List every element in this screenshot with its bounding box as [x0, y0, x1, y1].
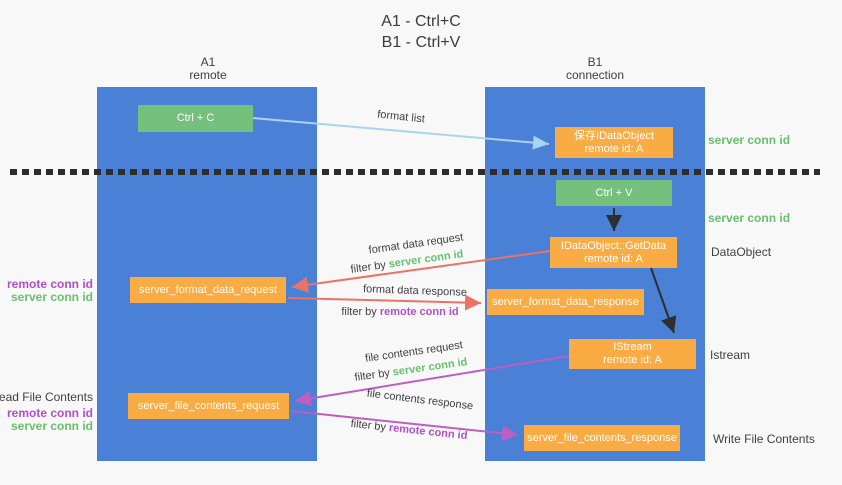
b1-title: B1	[587, 55, 603, 69]
format-data-response-label: format data response	[362, 283, 468, 299]
file-request-label: server_file_contents_request	[137, 399, 280, 412]
istream-line1: IStream	[613, 341, 652, 353]
dotted-divider-line	[10, 169, 820, 175]
format-list-label: format list	[376, 108, 426, 126]
server-format-data-response-box: server_format_data_response	[487, 289, 644, 315]
diagram-title: A1 - Ctrl+C B1 - Ctrl+V	[0, 11, 842, 53]
ctrl-c-label: Ctrl + C	[176, 112, 215, 124]
istream-box: IStream remote id: A	[569, 339, 696, 369]
column-header-b1: B1 connection	[545, 56, 645, 82]
server-conn-id-label: server conn id	[10, 290, 93, 304]
file-contents-response-label: file contents response	[366, 387, 474, 413]
remote-conn-id-label: remote conn id	[6, 277, 93, 291]
title-line-1: A1 - Ctrl+C	[381, 13, 461, 30]
dataobject-label: DataObject	[711, 245, 772, 259]
title-line-2: B1 - Ctrl+V	[381, 34, 461, 51]
filter-by-text: filter by	[350, 417, 387, 434]
remote-conn-id-label: remote conn id	[6, 406, 93, 420]
a1-subtitle: remote	[189, 68, 227, 82]
save-idataobject-line1: 保存IDataObject	[573, 129, 655, 142]
column-header-a1: A1 remote	[158, 56, 258, 82]
read-file-contents-label: Read File Contents	[0, 390, 93, 404]
format-response-label: server_format_data_response	[492, 295, 639, 308]
server-conn-id-label: server conn id	[10, 419, 93, 433]
istream-line2: remote id: A	[603, 354, 662, 366]
filter-by-text: filter by	[341, 306, 377, 318]
b1-subtitle: connection	[565, 68, 625, 82]
server-file-contents-request-box: server_file_contents_request	[128, 393, 289, 419]
filter-by-text: filter by	[353, 367, 391, 384]
ctrl-v-label: Ctrl + V	[595, 186, 633, 199]
filter-by-server-conn-id-label: filter byserver conn id	[350, 248, 464, 276]
server-conn-id-top-label: server conn id	[708, 133, 791, 147]
idataobject-getdata-box: IDataObject::GetData remote id: A	[550, 237, 677, 268]
filter-by-text: filter by	[349, 259, 387, 276]
getdata-line2: remote id: A	[584, 252, 643, 265]
istream-side-label: Istream	[710, 348, 751, 362]
remote-conn-id-text: remote conn id	[388, 421, 468, 443]
save-idataobject-line2: remote id: A	[584, 142, 644, 155]
a1-title: A1	[200, 55, 216, 69]
ctrl-v-box: Ctrl + V	[556, 180, 672, 206]
save-idataobject-box: 保存IDataObject remote id: A	[555, 127, 673, 158]
server-conn-id-mid-label: server conn id	[708, 211, 791, 225]
remote-conn-id-text: remote conn id	[379, 306, 459, 318]
server-format-data-request-box: server_format_data_request	[130, 277, 286, 303]
write-file-contents-label: Write File Contents	[713, 432, 815, 446]
left-mid-conn-ids: remote conn id server conn id	[7, 278, 93, 304]
left-bottom-conn-ids: Read File Contents remote conn id server…	[0, 391, 93, 433]
file-response-label: server_file_contents_response	[527, 431, 677, 444]
format-request-label: server_format_data_request	[138, 283, 278, 296]
getdata-line1: IDataObject::GetData	[560, 239, 667, 252]
server-file-contents-response-box: server_file_contents_response	[524, 425, 680, 451]
ctrl-c-box: Ctrl + C	[138, 105, 253, 132]
